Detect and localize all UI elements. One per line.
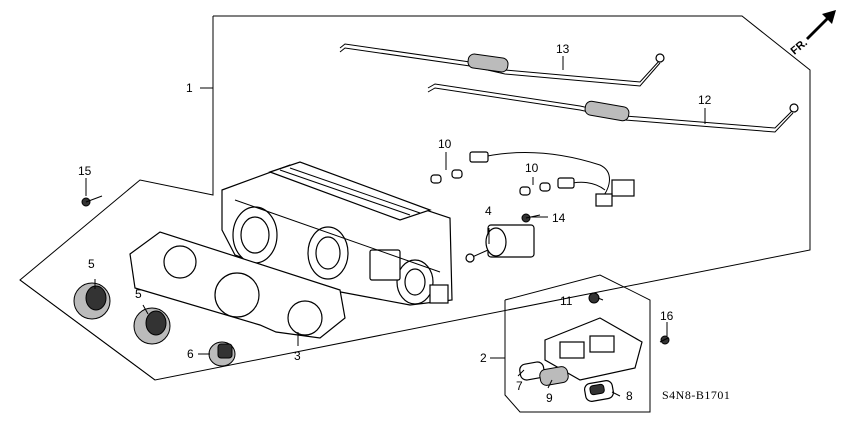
control-unit-boundary xyxy=(504,274,651,413)
bulbs-10-upper xyxy=(430,169,463,184)
button-9 xyxy=(539,366,569,386)
bulbs-10-lower xyxy=(519,182,551,196)
knob-5-upper xyxy=(73,282,111,320)
direction-label: FR. xyxy=(789,37,810,58)
control-unit xyxy=(544,317,643,381)
screw-15 xyxy=(81,195,103,207)
callout-7: 7 xyxy=(516,379,523,393)
button-8 xyxy=(584,380,614,402)
callout-8: 8 xyxy=(626,389,633,403)
callout-13: 13 xyxy=(556,42,570,56)
lamp-harness xyxy=(469,151,635,207)
callout-6: 6 xyxy=(187,347,194,361)
screw-11 xyxy=(588,292,600,304)
callout-2: 2 xyxy=(480,351,487,365)
diagram-code: S4N8-B1701 xyxy=(662,388,730,402)
callout-16: 16 xyxy=(660,309,674,323)
callout-14: 14 xyxy=(552,211,566,225)
callout-11: 11 xyxy=(560,294,573,308)
screw-14 xyxy=(521,213,541,223)
knob-6 xyxy=(208,341,236,367)
cable-13 xyxy=(339,43,665,87)
callout-10a: 10 xyxy=(438,137,452,151)
face-panel-3 xyxy=(129,231,346,339)
callout-9: 9 xyxy=(546,391,553,405)
callout-1: 1 xyxy=(186,81,193,95)
heater-control-housing xyxy=(221,161,453,306)
cable-12 xyxy=(427,83,799,133)
blower-switch-4 xyxy=(465,224,535,263)
front-direction-arrow: FR. xyxy=(789,10,836,57)
callout-15: 15 xyxy=(78,164,92,178)
sub-boundary xyxy=(19,279,156,381)
knob-5-lower xyxy=(133,307,171,345)
callout-5b: 5 xyxy=(135,287,142,301)
callout-12: 12 xyxy=(698,93,712,107)
callout-labels: 1 2 3 4 5 5 6 7 8 9 10 10 11 12 13 14 15… xyxy=(78,42,712,405)
callout-4: 4 xyxy=(485,204,492,218)
button-7 xyxy=(519,361,545,381)
callout-10b: 10 xyxy=(525,161,539,175)
leader-lines xyxy=(85,56,706,397)
callout-5a: 5 xyxy=(88,257,95,271)
callout-3: 3 xyxy=(294,349,301,363)
screw-16 xyxy=(659,335,670,345)
